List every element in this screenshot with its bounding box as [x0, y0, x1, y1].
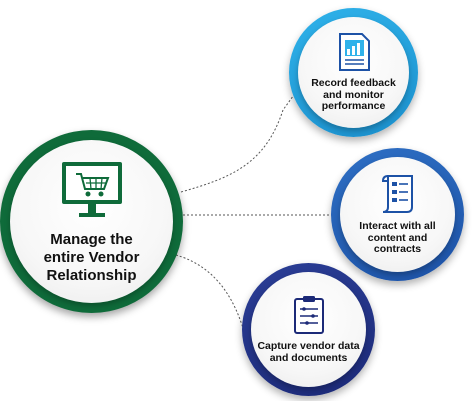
node-capture-vendor-data-label: Capture vendor data and documents: [257, 339, 360, 364]
node-interact-content-inner: Interact with all content and contracts: [340, 157, 455, 272]
contract-scroll-icon: [381, 174, 413, 213]
node-capture-vendor-data: Capture vendor data and documents: [242, 263, 375, 396]
performance-report-icon: [338, 32, 370, 71]
connector-top: [180, 91, 297, 193]
connector-bottom: [175, 254, 246, 336]
main-node: Manage the entire Vendor Relationship: [0, 130, 183, 313]
node-record-feedback: Record feedback and monitor performance: [289, 8, 418, 137]
document-clipboard-icon: [293, 295, 324, 334]
node-interact-content-label: Interact with all content and contracts: [359, 219, 436, 256]
main-node-label: Manage the entire Vendor Relationship: [43, 230, 140, 284]
shopping-cart-monitor-icon: [61, 161, 122, 217]
node-interact-content: Interact with all content and contracts: [331, 148, 464, 281]
node-capture-vendor-data-inner: Capture vendor data and documents: [251, 272, 366, 387]
node-record-feedback-inner: Record feedback and monitor performance: [298, 17, 409, 128]
node-record-feedback-label: Record feedback and monitor performance: [311, 76, 396, 113]
main-node-inner: Manage the entire Vendor Relationship: [10, 140, 173, 303]
